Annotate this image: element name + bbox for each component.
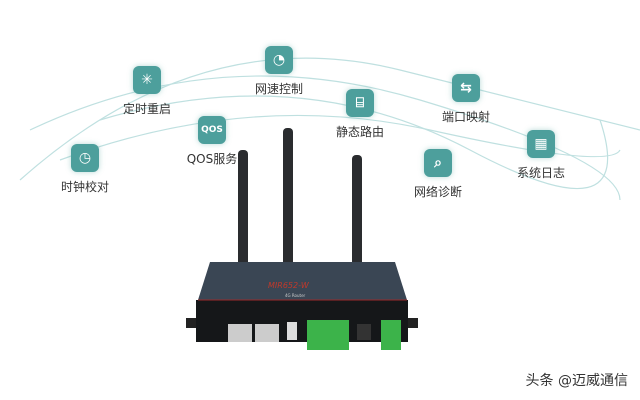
feature-label: 系统日志	[516, 166, 565, 180]
feature-network-diagnosis: ⌕ 网络诊断	[393, 149, 483, 200]
antennas	[238, 128, 362, 268]
clock-icon: ◷	[71, 144, 99, 172]
feature-label: 网速控制	[254, 82, 303, 96]
qos-icon: QOS	[198, 116, 226, 144]
feature-qos: QOS QOS服务	[167, 116, 257, 167]
feature-static-routing: ⌸ 静态路由	[315, 89, 405, 140]
router-subtitle: 4G Router	[285, 293, 306, 298]
feature-label: 定时重启	[122, 102, 171, 116]
calendar-icon: ▦	[527, 130, 555, 158]
feature-label: 时钟校对	[60, 180, 109, 194]
router-model: MIR652-W	[268, 281, 310, 290]
feature-label: 网络诊断	[413, 185, 462, 199]
feature-scheduled-restart: ✳ 定时重启	[102, 66, 192, 117]
watermark: 头条 @迈威通信	[525, 373, 628, 389]
router-icon: ⌸	[346, 89, 374, 117]
feature-label: 端口映射	[441, 110, 490, 124]
feature-label: 静态路由	[335, 125, 384, 139]
feature-speed-control: ◔ 网速控制	[234, 46, 324, 97]
feature-system-log: ▦ 系统日志	[496, 130, 586, 181]
speedometer-icon: ◔	[265, 46, 293, 74]
feature-label: QOS服务	[186, 152, 238, 166]
port-mapping-icon: ⇆	[452, 74, 480, 102]
router	[186, 262, 418, 350]
diagnosis-icon: ⌕	[424, 149, 452, 177]
restart-icon: ✳	[133, 66, 161, 94]
feature-clock-sync: ◷ 时钟校对	[40, 144, 130, 195]
feature-port-mapping: ⇆ 端口映射	[421, 74, 511, 125]
